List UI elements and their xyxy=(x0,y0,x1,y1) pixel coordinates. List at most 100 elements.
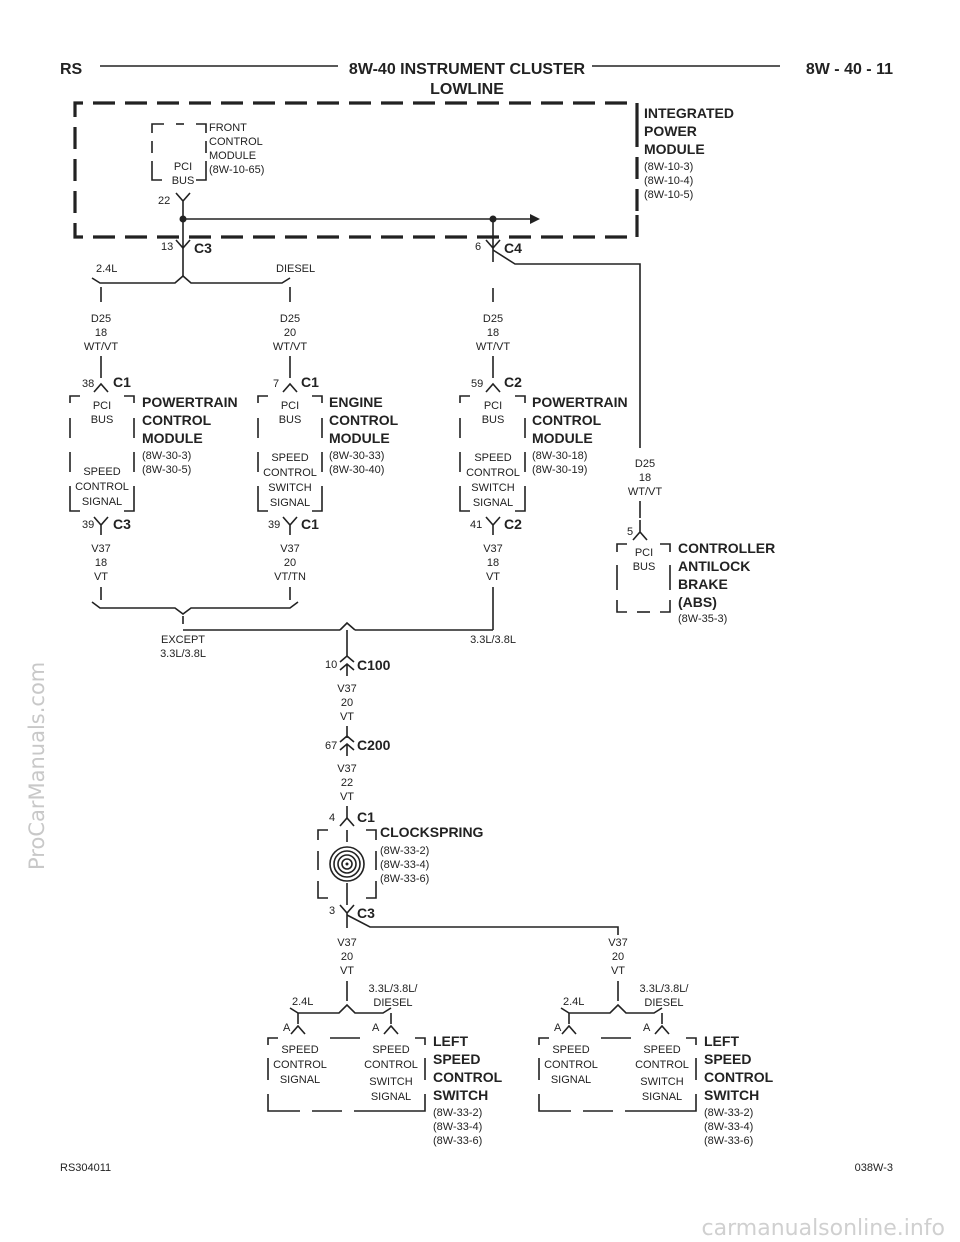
pcm1-ref-2: (8W-30-5) xyxy=(142,464,191,476)
variant-except: EXCEPT xyxy=(161,634,205,646)
speed-control-switch-left-1: 2.4L 3.3L/3.8L/ DIESEL A A SPEED CONTROL… xyxy=(267,981,503,1147)
c100-pin: 10 xyxy=(325,659,337,671)
sw1-pin-a1: A xyxy=(283,1022,291,1034)
pcm2-sig-2: CONTROL xyxy=(466,467,520,479)
wire-text: V37 xyxy=(337,937,357,949)
wire-label-v37-20-tn: V37 20 VT/TN xyxy=(274,543,306,583)
clockspring-top-pin: 4 xyxy=(329,812,335,824)
ecm-title-1: ENGINE xyxy=(329,394,383,410)
ipm-ref-1: (8W-10-3) xyxy=(644,161,693,173)
wire-text: VT xyxy=(94,571,108,583)
ipm-title-3: MODULE xyxy=(644,141,705,157)
fcm-ref: (8W-10-65) xyxy=(209,164,264,176)
pcm2-sig-4: SIGNAL xyxy=(473,497,513,509)
pcm1-sig-1: SPEED xyxy=(83,466,120,478)
ecm-bot-conn: C1 xyxy=(301,516,319,532)
engine-control-module: 7 C1 PCI BUS SPEED CONTROL SWITCH SIGNAL… xyxy=(257,374,399,535)
variant-except-engines: 3.3L/3.8L xyxy=(160,648,206,660)
sw2-sig2-2: CONTROL xyxy=(635,1059,689,1071)
wire-label-d25-20: D25 20 WT/VT xyxy=(273,313,307,353)
pcm1-title-1: POWERTRAIN xyxy=(142,394,238,410)
pcm2-pci: PCI xyxy=(484,400,502,412)
wire-text: 18 xyxy=(639,472,651,484)
ipm-c4-label: C4 xyxy=(504,240,522,256)
pcm1-ref-1: (8W-30-3) xyxy=(142,450,191,462)
sw2-sig2-1: SPEED xyxy=(643,1044,680,1056)
ipm-c4-connector: 6 C4 xyxy=(475,239,522,256)
pcm1-bot-conn: C3 xyxy=(113,516,131,532)
header-subtitle: LOWLINE xyxy=(430,81,504,98)
connector-c200: 67 C200 xyxy=(325,734,391,756)
side-watermark: ProCarManuals.com xyxy=(25,662,49,870)
wire-text: 18 xyxy=(95,557,107,569)
wire-label-v37-20-c: V37 20 VT xyxy=(608,937,628,977)
sw2-ref-1: (8W-33-2) xyxy=(704,1107,753,1119)
fcm-pci: PCI xyxy=(174,161,192,173)
integrated-power-module: INTEGRATED POWER MODULE (8W-10-3) (8W-10… xyxy=(73,101,734,262)
wire-text: D25 xyxy=(635,458,655,470)
ipm-c3-connector: 13 C3 xyxy=(161,239,212,256)
connector-c100: 10 C100 xyxy=(325,654,391,676)
pcm1-bot-pin: 39 xyxy=(82,519,94,531)
sw1-ref-2: (8W-33-4) xyxy=(433,1121,482,1133)
ecm-top-pin: 7 xyxy=(273,378,279,390)
abs-pci: PCI xyxy=(635,547,653,559)
pcm2-sig-1: SPEED xyxy=(474,452,511,464)
pcm2-bus: BUS xyxy=(482,414,505,426)
sw1-title-2: SPEED xyxy=(433,1051,480,1067)
wire-text: V37 xyxy=(483,543,503,555)
sw2-title-3: CONTROL xyxy=(704,1069,774,1085)
variant-diesel: DIESEL xyxy=(276,263,315,275)
wire-text: V37 xyxy=(337,683,357,695)
wire-text: 20 xyxy=(284,327,296,339)
abs-title-3: BRAKE xyxy=(678,576,728,592)
front-control-module: PCI BUS FRONT CONTROL MODULE (8W-10-65) … xyxy=(151,122,264,212)
header-page-number: 8W - 40 - 11 xyxy=(806,61,893,78)
sw2-sig1-2: CONTROL xyxy=(544,1059,598,1071)
ecm-title-2: CONTROL xyxy=(329,412,399,428)
ecm-sig-2: CONTROL xyxy=(263,467,317,479)
wire-text: WT/VT xyxy=(476,341,510,353)
sw1-sig1-1: SPEED xyxy=(281,1044,318,1056)
wire-label-v37-18-a: V37 18 VT xyxy=(91,543,111,583)
abs-title-1: CONTROLLER xyxy=(678,540,775,556)
clockspring-ref-2: (8W-33-4) xyxy=(380,859,429,871)
ipm-c4-pin: 6 xyxy=(475,241,481,253)
ecm-sig-1: SPEED xyxy=(271,452,308,464)
pcm1-sig-3: SIGNAL xyxy=(82,496,122,508)
pcm1-sig-2: CONTROL xyxy=(75,481,129,493)
c200-pin: 67 xyxy=(325,740,337,752)
clockspring-ref-3: (8W-33-6) xyxy=(380,873,429,885)
ecm-sig-3: SWITCH xyxy=(268,482,311,494)
sw1-sig1-3: SIGNAL xyxy=(280,1074,320,1086)
wire-text: D25 xyxy=(483,313,503,325)
ecm-ref-1: (8W-30-33) xyxy=(329,450,384,462)
wire-text: 20 xyxy=(341,697,353,709)
clockspring-coil-icon xyxy=(329,846,365,882)
sw2-title-2: SPEED xyxy=(704,1051,751,1067)
pcm1-title-2: CONTROL xyxy=(142,412,212,428)
sw2-title-1: LEFT xyxy=(704,1033,739,1049)
c100-label: C100 xyxy=(357,657,391,673)
wire-label-d25-18-a: D25 18 WT/VT xyxy=(84,313,118,353)
sw1-sig2-1: SPEED xyxy=(372,1044,409,1056)
sw2-sig2-3: SWITCH xyxy=(640,1076,683,1088)
ipm-title-1: INTEGRATED xyxy=(644,105,734,121)
ecm-bus: BUS xyxy=(279,414,302,426)
sw1-variant-diesel: DIESEL xyxy=(373,997,412,1009)
wire-label-v37-20-a: V37 20 VT xyxy=(337,683,357,723)
wire-text: D25 xyxy=(280,313,300,325)
wire-label-v37-18-b: V37 18 VT xyxy=(483,543,503,583)
c200-label: C200 xyxy=(357,737,391,753)
pcm1-pci: PCI xyxy=(93,400,111,412)
bottom-watermark: carmanualsonline.info xyxy=(702,1216,945,1241)
powertrain-control-module-1: 38 C1 PCI BUS SPEED CONTROL SIGNAL POWER… xyxy=(69,374,238,535)
abs-pin: 5 xyxy=(627,526,633,538)
wire-text: 18 xyxy=(487,557,499,569)
pcm2-title-2: CONTROL xyxy=(532,412,602,428)
abs-title-2: ANTILOCK xyxy=(678,558,750,574)
wire-text: 20 xyxy=(284,557,296,569)
sw1-sig2-3: SWITCH xyxy=(369,1076,412,1088)
wire-text: WT/VT xyxy=(84,341,118,353)
wire-label-d25-18-c: D25 18 WT/VT xyxy=(628,458,662,498)
